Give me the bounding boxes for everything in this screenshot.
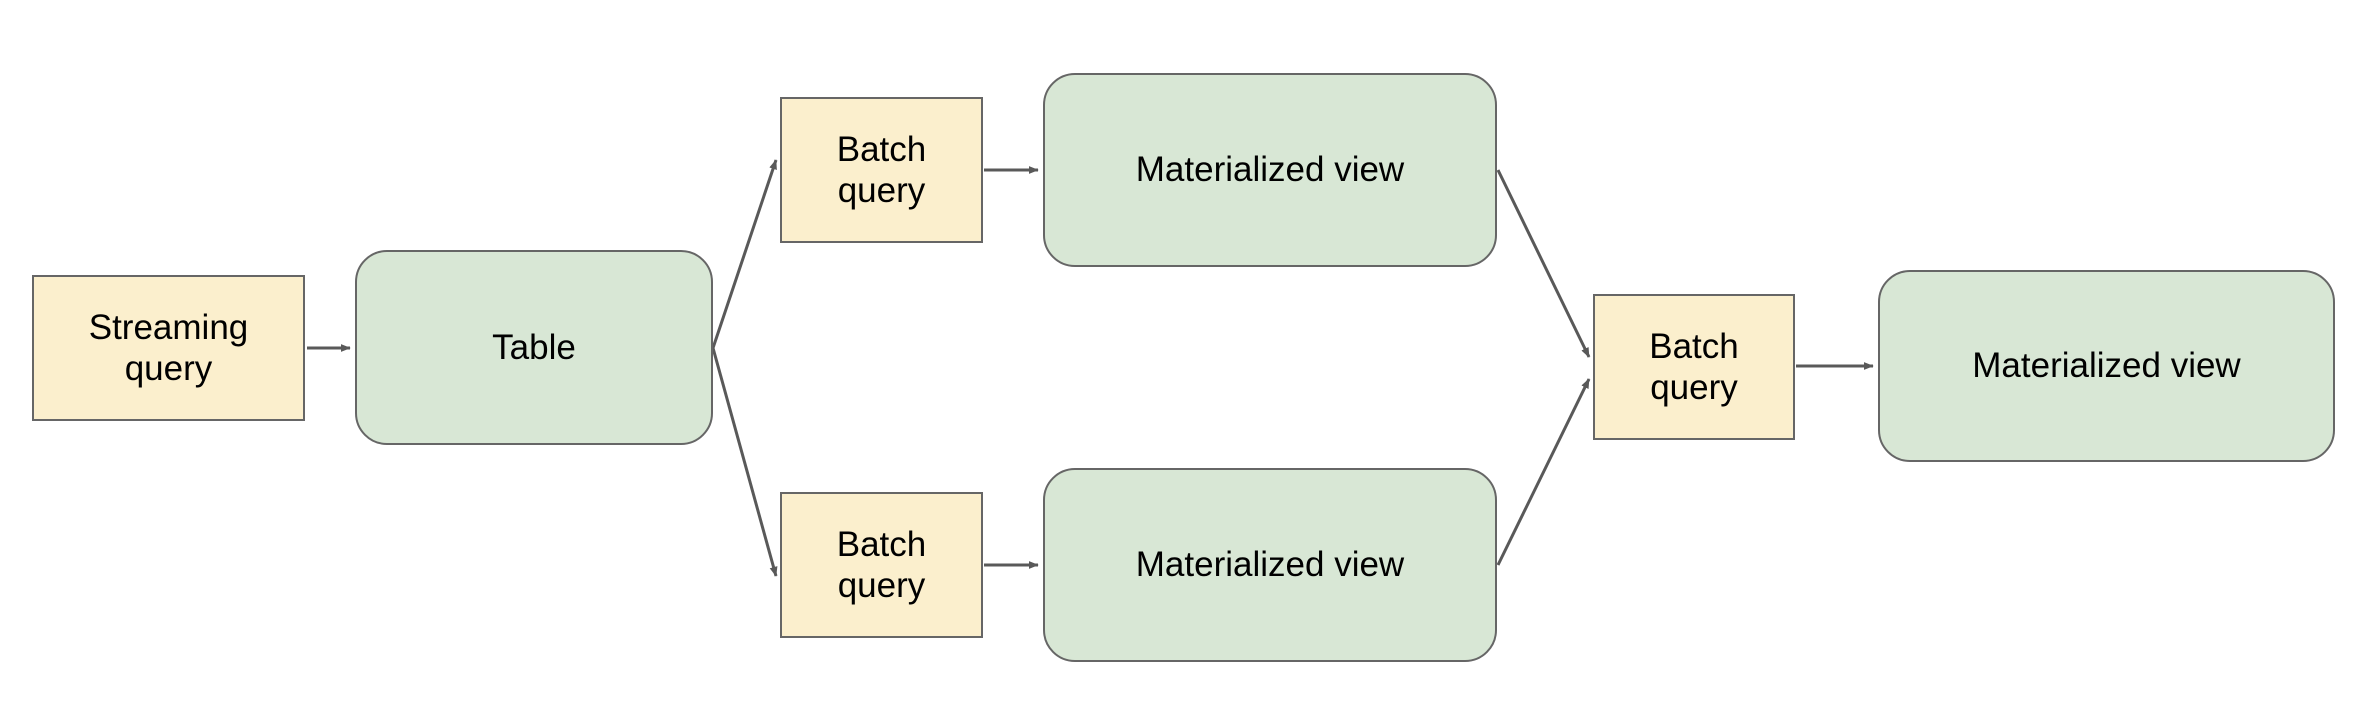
node-materialized-view-bottom[interactable]: Materialized view [1043, 468, 1497, 662]
node-batch-query-bottom-label: Batch query [836, 524, 927, 605]
node-streaming-query-label: Streaming query [88, 307, 249, 388]
node-batch-query-merge[interactable]: Batch query [1593, 294, 1795, 440]
node-batch-query-top-label: Batch query [836, 129, 927, 210]
node-streaming-query[interactable]: Streaming query [32, 275, 305, 421]
node-materialized-view-top[interactable]: Materialized view [1043, 73, 1497, 267]
node-batch-query-merge-label: Batch query [1649, 326, 1739, 407]
edge-mv-bottom-to-batch-merge [1496, 378, 1591, 566]
node-materialized-view-bottom-label: Materialized view [1135, 545, 1405, 585]
node-batch-query-bottom[interactable]: Batch query [780, 492, 983, 638]
node-table[interactable]: Table [355, 250, 713, 445]
node-materialized-view-top-label: Materialized view [1135, 150, 1405, 190]
node-batch-query-top[interactable]: Batch query [780, 97, 983, 243]
node-materialized-view-final-label: Materialized view [1972, 346, 2241, 386]
edge-table-to-batch-bottom [711, 347, 778, 577]
edge-mv-top-to-batch-merge [1496, 169, 1591, 358]
edge-table-to-batch-top [711, 159, 778, 349]
node-table-label: Table [492, 327, 576, 367]
node-materialized-view-final[interactable]: Materialized view [1878, 270, 2335, 462]
